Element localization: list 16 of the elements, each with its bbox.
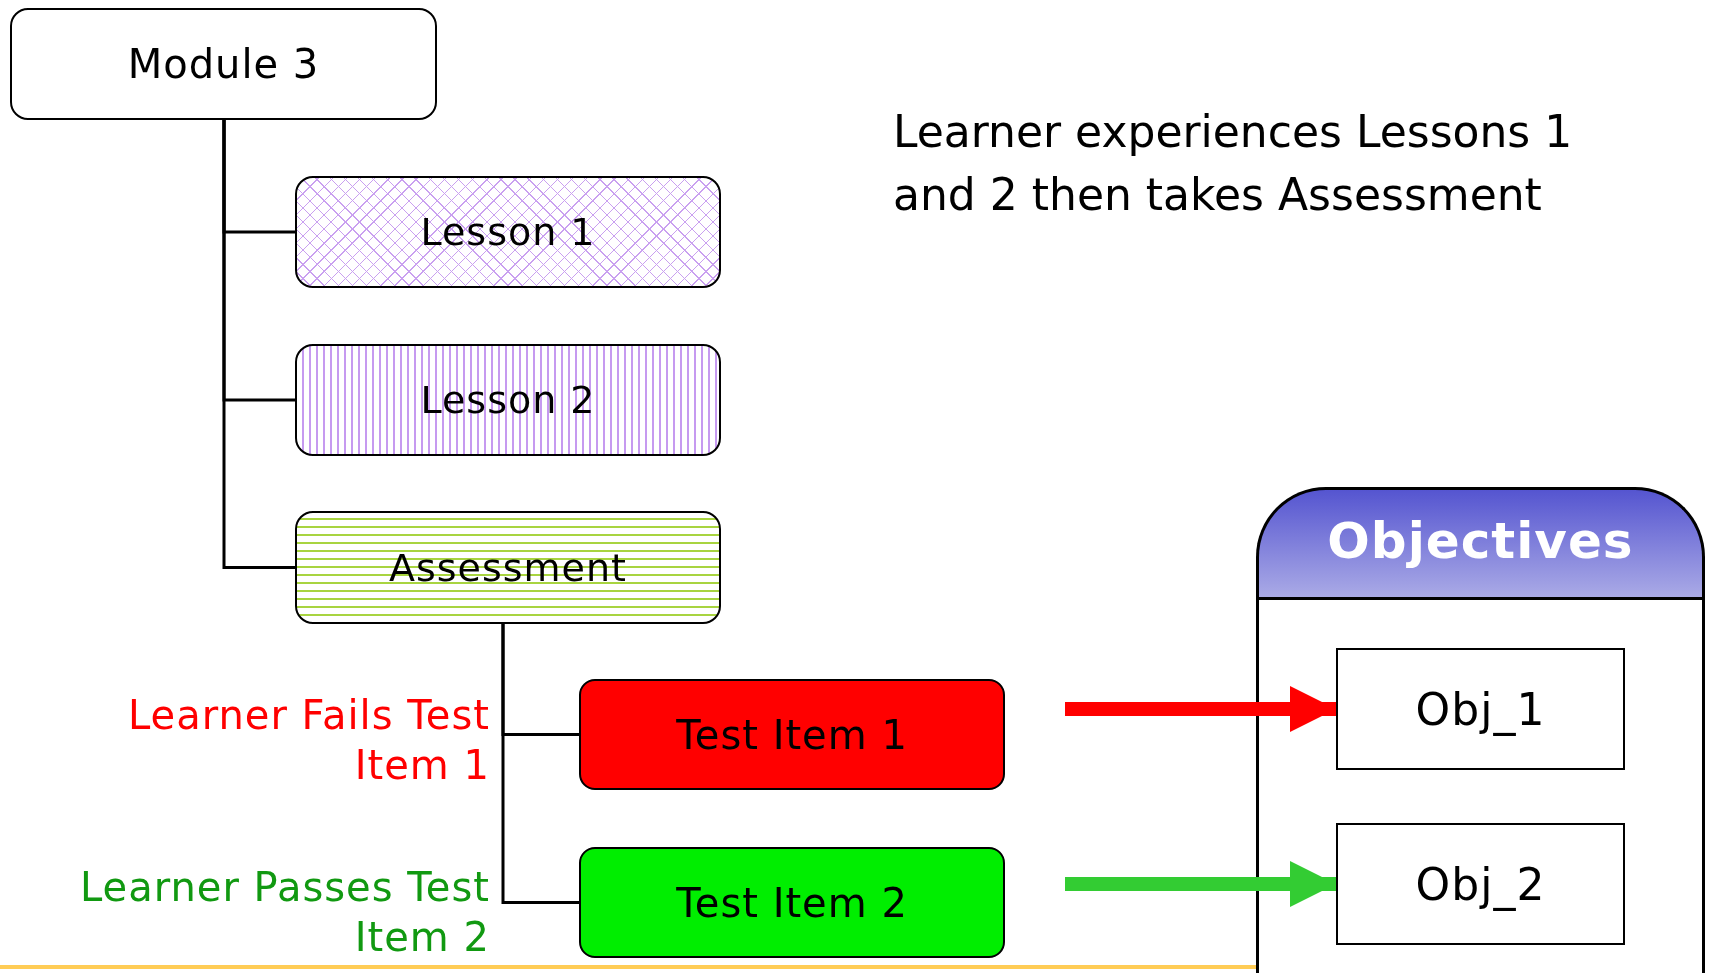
test-item-box: Test Item 1 — [579, 679, 1005, 790]
module-box: Module 3 — [10, 8, 437, 120]
lesson-box: Lesson 2 — [295, 344, 721, 456]
objectives-panel — [1256, 487, 1705, 973]
connector-line — [501, 624, 579, 904]
arrow — [1065, 861, 1336, 907]
test-item-box: Test Item 2 — [579, 847, 1005, 958]
objective-box: Obj_1 — [1336, 648, 1625, 770]
outcome-label: Learner Passes Test Item 2 — [79, 863, 490, 962]
note-text: Learner experiences Lessons 1 and 2 then takes Assessment — [893, 105, 1574, 222]
outcome-label: Learner Fails Test Item 1 — [127, 691, 490, 790]
connector-line — [222, 120, 295, 569]
panel-title: Objectives — [1326, 512, 1635, 570]
arrow — [1065, 686, 1336, 732]
lesson-box: Lesson 1 — [295, 176, 721, 288]
objective-box: Obj_2 — [1336, 823, 1625, 945]
